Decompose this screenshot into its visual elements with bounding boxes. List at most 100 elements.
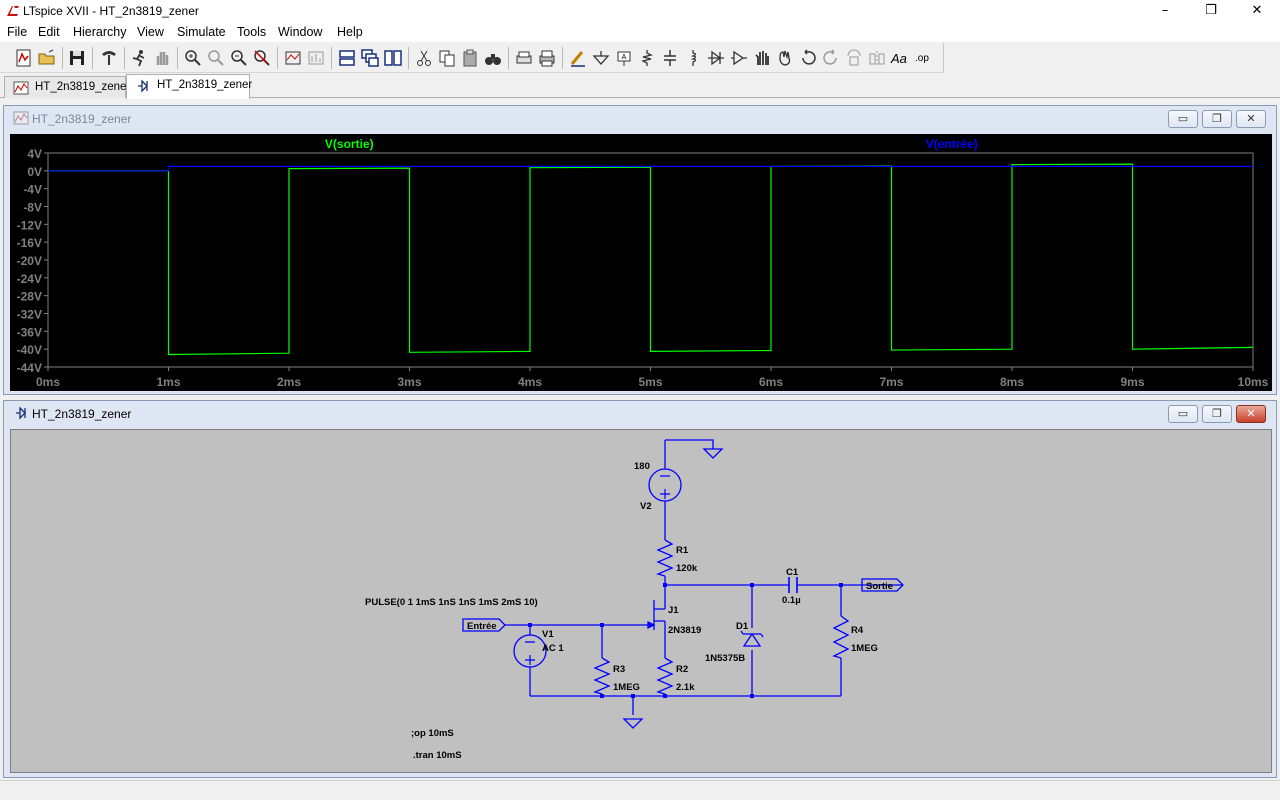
toolbar: A Aa .op — [0, 43, 944, 73]
r3-name: R3 — [613, 664, 625, 675]
find-icon[interactable] — [483, 48, 503, 68]
v1-name: V1 — [542, 629, 554, 640]
output-net-label[interactable] — [861, 578, 904, 592]
y-tick-label: -40V — [17, 343, 42, 357]
redo-icon[interactable] — [821, 48, 841, 68]
series-legend-label: V(entrée) — [926, 137, 978, 151]
autorange-icon[interactable] — [283, 48, 303, 68]
tab-waveform[interactable]: HT_2n3819_zener — [4, 76, 130, 98]
text-icon[interactable]: Aa — [890, 48, 910, 68]
tab-label: HT_2n3819_zener — [157, 79, 253, 91]
control-panel-icon[interactable] — [99, 48, 119, 68]
tile-vertical-icon[interactable] — [383, 48, 403, 68]
x-tick-label: 0ms — [36, 375, 60, 389]
component-icon[interactable] — [729, 48, 749, 68]
schematic-svg: 180 V2 R1 120k C1 0.1µ J1 2N3819 D1 1N53… — [365, 439, 904, 761]
schematic-close-button[interactable]: ✕ — [1236, 405, 1266, 423]
y-tick-label: -4V — [23, 183, 42, 197]
menu-window[interactable]: Window — [278, 25, 323, 39]
paste-icon[interactable] — [460, 48, 480, 68]
zoom-out-icon[interactable] — [229, 48, 249, 68]
r2-resistor[interactable] — [656, 657, 674, 695]
y-tick-label: -8V — [23, 201, 42, 215]
v2-value: 180 — [634, 461, 650, 472]
menu-edit[interactable]: Edit — [38, 25, 60, 39]
zoom-in-icon[interactable] — [183, 48, 203, 68]
fft-icon[interactable] — [306, 48, 326, 68]
waveform-minimize-button[interactable]: ▭ — [1168, 110, 1198, 128]
v1-value: AC 1 — [542, 643, 564, 654]
zoom-rubber-icon[interactable] — [206, 48, 226, 68]
rotate-icon[interactable] — [844, 48, 864, 68]
maximize-button[interactable]: ❐ — [1205, 3, 1217, 18]
title-bar: LTspice XVII - HT_2n3819_zener – ❐ ✕ — [0, 0, 1280, 22]
save-icon[interactable] — [67, 48, 87, 68]
d1-name: D1 — [736, 621, 749, 632]
mirror-icon[interactable] — [867, 48, 887, 68]
x-tick-label: 1ms — [156, 375, 180, 389]
menu-tools[interactable]: Tools — [237, 25, 267, 39]
schematic-minimize-button[interactable]: ▭ — [1168, 405, 1198, 423]
op-directive[interactable]: ;op 10mS — [411, 728, 454, 739]
r1-resistor[interactable] — [656, 539, 674, 577]
close-button[interactable]: ✕ — [1251, 3, 1263, 18]
y-tick-label: 4V — [27, 147, 42, 161]
j1-name: J1 — [668, 605, 679, 616]
drag-icon[interactable] — [775, 48, 795, 68]
tile-horizontal-icon[interactable] — [337, 48, 357, 68]
menu-help[interactable]: Help — [337, 25, 363, 39]
menu-file[interactable]: File — [7, 25, 28, 39]
minimize-button[interactable]: – — [1161, 3, 1169, 18]
cut-icon[interactable] — [414, 48, 434, 68]
status-bar — [0, 780, 1280, 800]
r4-resistor[interactable] — [832, 615, 850, 659]
print-icon[interactable] — [537, 48, 557, 68]
tran-directive[interactable]: .tran 10mS — [413, 750, 462, 761]
zoom-cancel-icon[interactable] — [252, 48, 272, 68]
move-icon[interactable] — [752, 48, 772, 68]
schematic-window-title: HT_2n3819_zener — [32, 407, 132, 421]
print-setup-icon[interactable] — [514, 48, 534, 68]
input-net-label[interactable] — [462, 618, 506, 632]
halt-icon[interactable] — [152, 48, 172, 68]
y-tick-label: -20V — [17, 254, 42, 268]
schematic-restore-button[interactable]: ❐ — [1202, 405, 1232, 423]
wire — [665, 439, 714, 449]
menu-view[interactable]: View — [137, 25, 164, 39]
pulse-directive[interactable]: PULSE(0 1 1mS 1nS 1nS 1mS 2mS 10) — [365, 597, 538, 608]
d1-zener[interactable] — [740, 630, 764, 647]
inductor-icon[interactable] — [683, 48, 703, 68]
cascade-icon[interactable] — [360, 48, 380, 68]
undo-icon[interactable] — [798, 48, 818, 68]
r1-value: 120k — [676, 563, 698, 574]
schematic-icon — [138, 79, 148, 93]
v1-source[interactable] — [513, 634, 547, 668]
schematic-window: HT_2n3819_zener ▭ ❐ ✕ — [3, 400, 1277, 778]
svg-text:.op: .op — [915, 53, 929, 64]
tab-schematic[interactable]: HT_2n3819_zener — [126, 74, 253, 99]
c1-value: 0.1µ — [782, 595, 801, 606]
diode-icon[interactable] — [706, 48, 726, 68]
menu-simulate[interactable]: Simulate — [177, 25, 226, 39]
input-label-text: Entrée — [467, 621, 497, 632]
waveform-close-button[interactable]: ✕ — [1236, 110, 1266, 128]
run-icon[interactable] — [129, 48, 149, 68]
resistor-icon[interactable] — [637, 48, 657, 68]
v2-source[interactable] — [648, 468, 682, 502]
capacitor-icon[interactable] — [660, 48, 680, 68]
copy-icon[interactable] — [437, 48, 457, 68]
spice-directive-icon[interactable]: .op — [913, 48, 933, 68]
c1-capacitor[interactable] — [788, 577, 798, 593]
new-schematic-icon[interactable] — [14, 48, 34, 68]
j1-jfet[interactable] — [646, 597, 666, 639]
menu-hierarchy[interactable]: Hierarchy — [73, 25, 127, 39]
ground-icon[interactable] — [591, 48, 611, 68]
open-icon[interactable] — [37, 48, 57, 68]
schematic-canvas[interactable]: 180 V2 R1 120k C1 0.1µ J1 2N3819 D1 1N53… — [10, 429, 1272, 773]
series-line-1 — [48, 165, 1253, 172]
label-net-icon[interactable]: A — [614, 48, 634, 68]
waveform-restore-button[interactable]: ❐ — [1202, 110, 1232, 128]
r3-resistor[interactable] — [593, 657, 611, 695]
draw-wire-icon[interactable] — [568, 48, 588, 68]
